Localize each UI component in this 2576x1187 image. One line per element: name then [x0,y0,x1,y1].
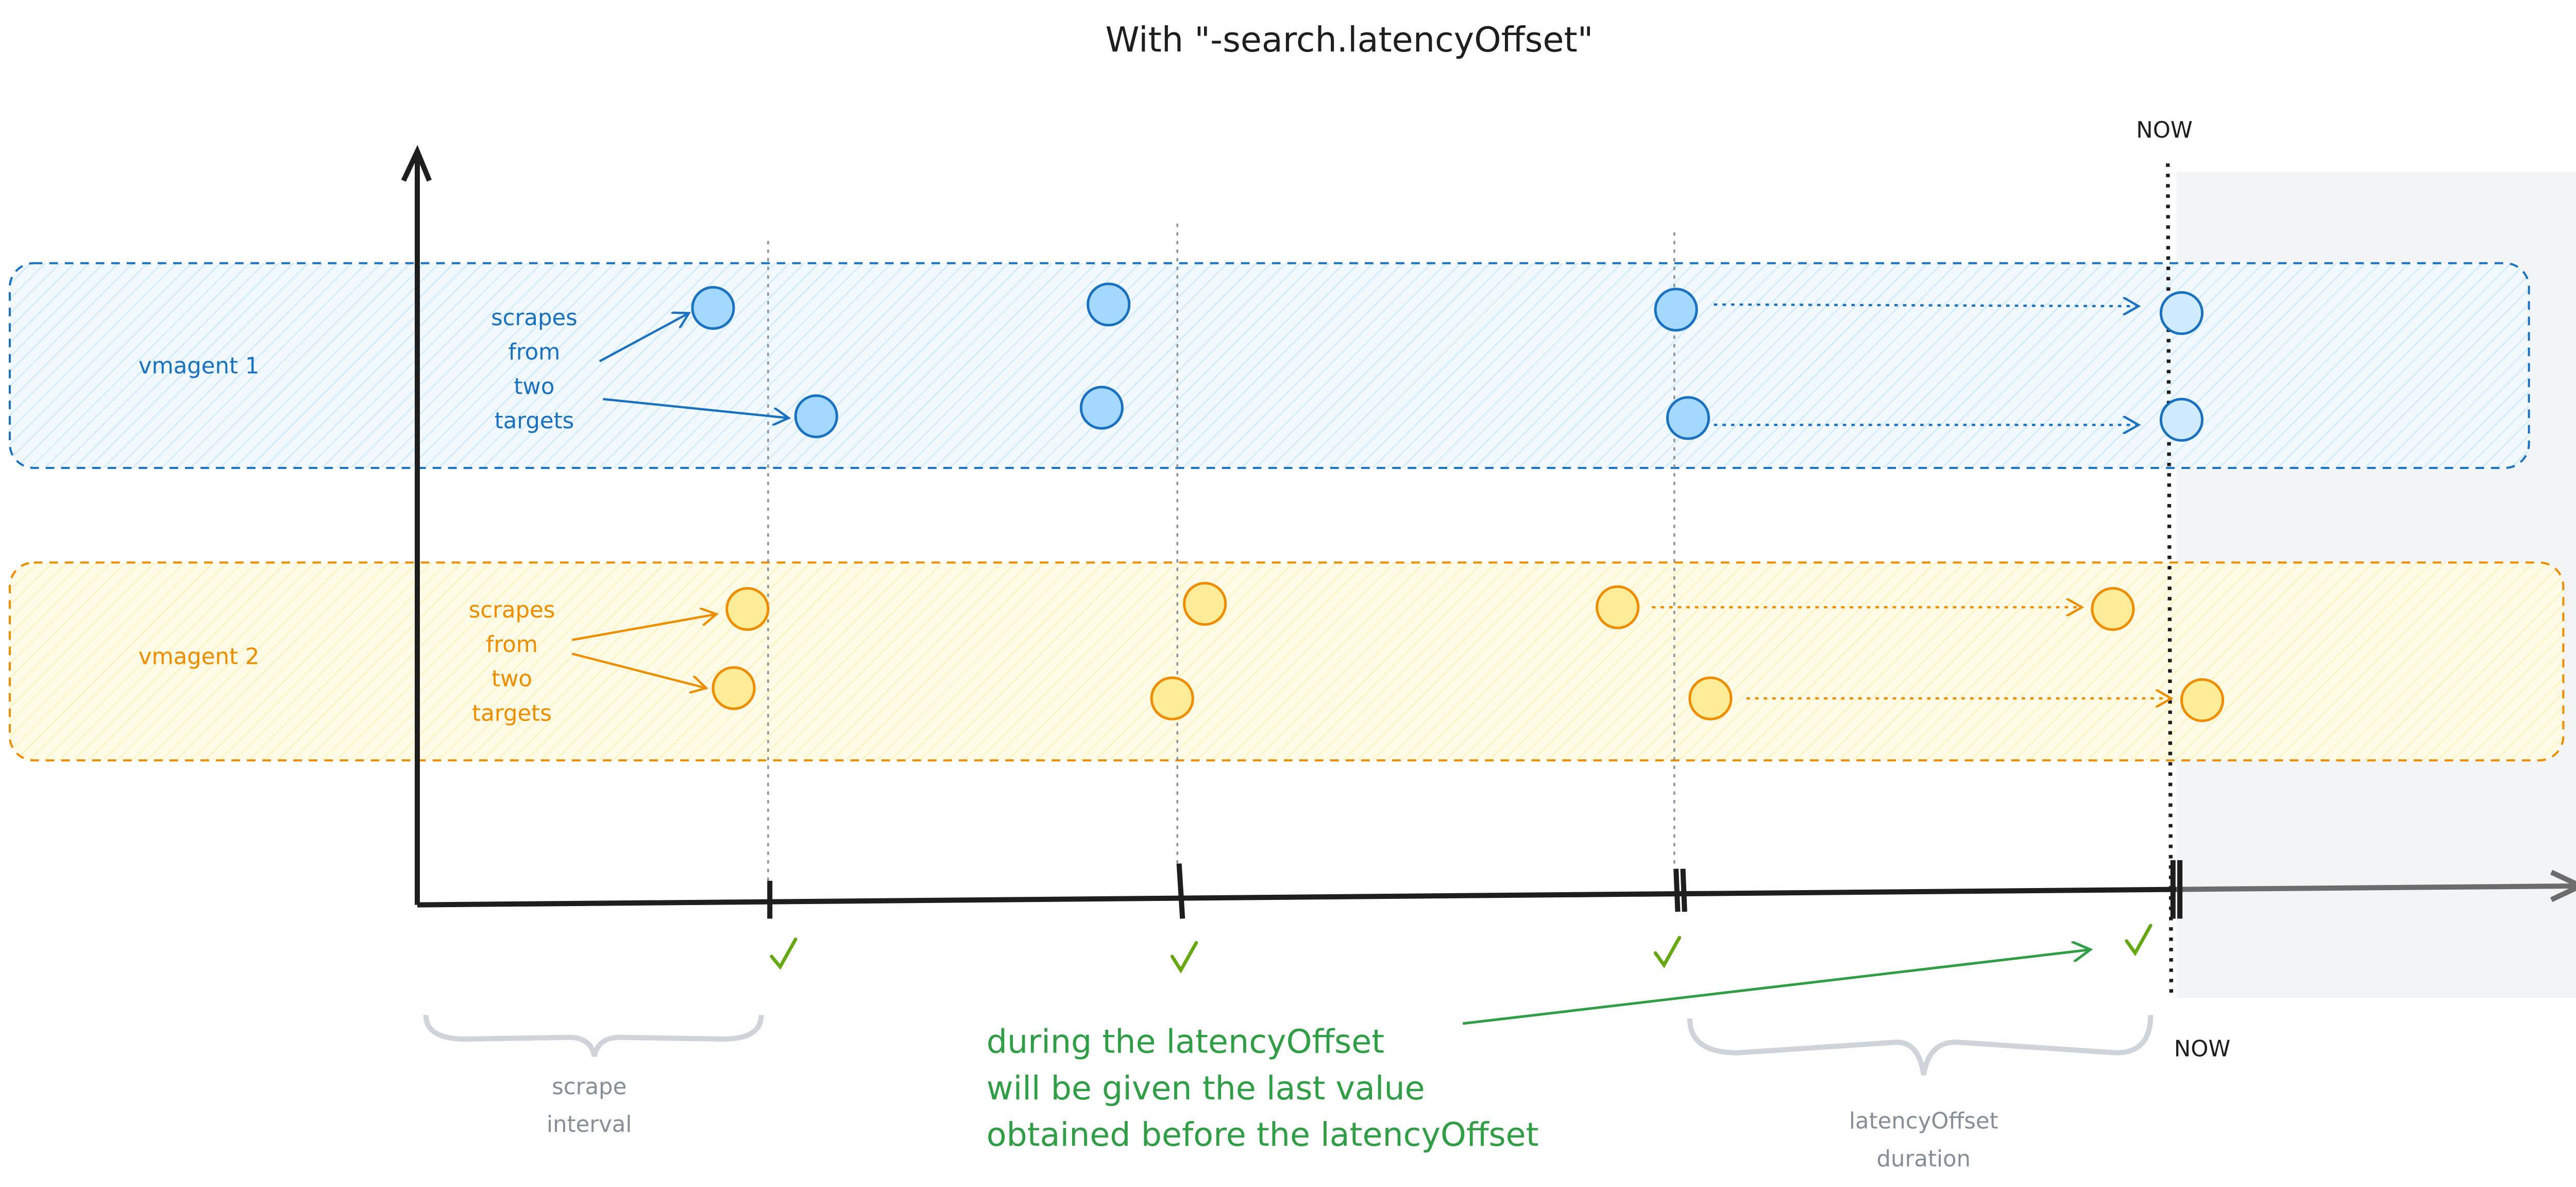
check-icon [1170,941,1198,974]
sample-point [725,587,770,631]
vmagent-2-label: vmagent 2 [139,644,260,670]
note-line: during the latencyOffset [987,1023,1384,1061]
x-axis-ticks [767,860,2183,919]
sample-point [711,666,756,710]
annotation-line: scrapes [491,305,578,331]
vmagent-1-samples [691,282,2204,442]
vmagent-2-annotation: scrapes from two targets [469,597,555,726]
note-line: obtained before the latencyOffset [987,1115,1539,1153]
annotation-line: two [514,374,554,399]
annotation-line: targets [495,408,574,434]
title: With "-search.latencyOffset" [1106,20,1594,60]
sample-point [1688,676,1733,721]
vmagent-2-arrows [571,607,2171,698]
scrape-interval-label: scrape [552,1074,626,1100]
scrape-interval-label: interval [547,1112,632,1138]
note-arrow [1462,949,2090,1025]
annotation-line: from [486,632,538,658]
vmagent-1-box [8,262,2530,469]
note-line: will be given the last value [987,1069,1425,1107]
latency-duration-label: duration [1877,1146,1971,1172]
note: during the latencyOffset will be given t… [987,1023,1539,1153]
check-icon [2125,924,2153,957]
vmagent-1-label: vmagent 1 [139,353,260,379]
sample-point [1596,585,1640,629]
vmagent-1-annotation: scrapes from two targets [491,305,578,434]
x-axis-future [2176,870,2576,902]
now-label-top: NOW [2136,118,2192,143]
check-icons [770,924,2153,974]
check-icon [770,938,798,970]
now-label-bottom: NOW [2174,1036,2230,1062]
annotation-line: from [508,340,560,365]
check-icon [1653,935,1682,968]
sample-point [794,394,838,439]
sample-point [2091,587,2135,631]
sample-point [1150,676,1194,721]
sample-point [2180,678,2225,722]
sample-point [691,286,735,330]
vmagent-1-arrows [599,305,2139,425]
scrape-interval-brace [423,1014,764,1057]
latency-duration-brace [1687,1015,2154,1076]
sample-point [1079,386,1124,430]
y-axis [401,145,432,905]
sample-point [1654,288,1698,332]
sample-point [1666,396,1710,440]
annotation-line: targets [472,700,551,726]
sample-point [1183,581,1227,626]
annotation-line: scrapes [469,597,555,623]
sample-point [2159,291,2204,336]
vmagent-2-box [8,561,2565,762]
sample-point [2159,397,2204,442]
x-axis [417,887,2177,908]
annotation-line: two [492,666,532,692]
latency-duration-label: latencyOffset [1849,1109,1998,1134]
scrape-interval-lines [767,223,1675,886]
sample-point [1087,282,1131,327]
vmagent-2-samples [711,581,2225,722]
